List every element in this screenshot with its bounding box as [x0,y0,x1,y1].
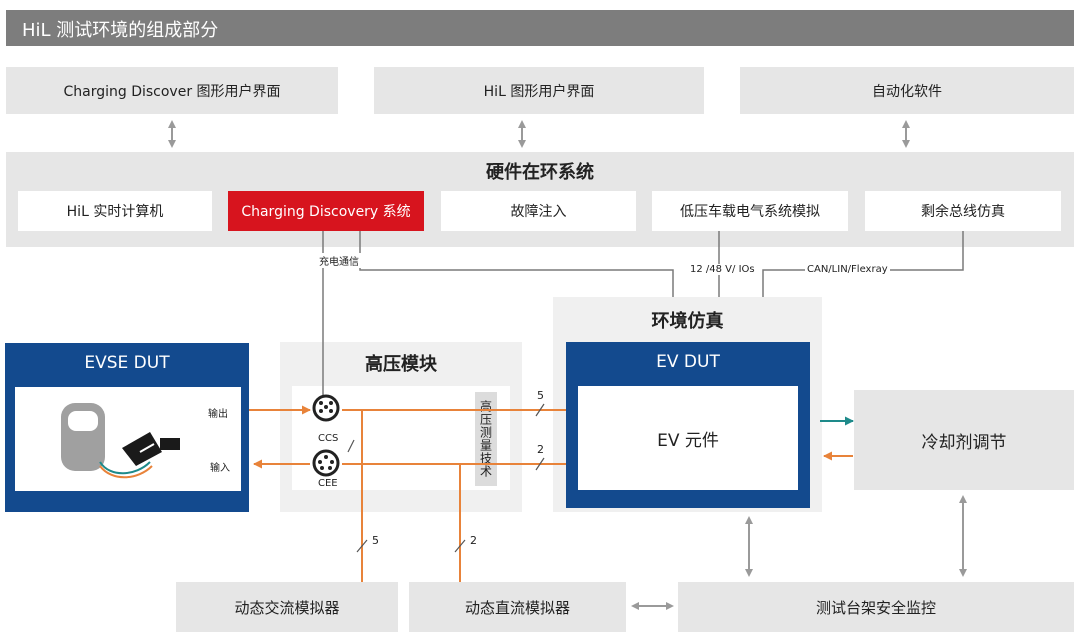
hv-module-title: 高压模块 [365,354,437,375]
fault-injection-box[interactable]: 故障注入 [441,191,636,231]
hil-gui-box[interactable]: HiL 图形用户界面 [374,67,704,114]
bus-label: CAN/LIN/Flexray [805,264,890,275]
evse-dut-title: EVSE DUT [84,353,170,373]
dc-count-label: 5 [537,389,544,402]
dc-simulator-box[interactable]: 动态直流模拟器 [409,582,626,632]
low-voltage-simulation-box[interactable]: 低压车载电气系统模拟 [652,191,848,231]
header-title: HiL 测试环境的组成部分 [22,20,219,41]
evse-inner [15,387,241,491]
charging-discovery-system-box[interactable]: Charging Discovery 系统 [228,191,424,231]
restbus-simulation-box[interactable]: 剩余总线仿真 [865,191,1061,231]
evse-dut-panel: EVSE DUT [5,343,249,512]
cee-label: CEE [318,478,338,489]
hv-measurement-label: 高压测量技术 [478,400,493,478]
charging-discover-gui-box[interactable]: Charging Discover 图形用户界面 [6,67,338,114]
ev-dut-panel: EV DUT EV 元件 [566,342,810,508]
ccs-label: CCS [318,433,339,444]
ac-sim-count-label: 5 [372,534,379,547]
hil-system-title: 硬件在环系统 [486,162,594,183]
ac-simulator-box[interactable]: 动态交流模拟器 [176,582,398,632]
charging-comm-label: 充电通信 [317,253,361,268]
dc-sim-count-label: 2 [470,534,477,547]
safety-monitoring-box[interactable]: 测试台架安全监控 [678,582,1074,632]
ev-dut-title: EV DUT [656,352,720,372]
header-bar: HiL 测试环境的组成部分 [6,10,1074,46]
ev-component-box[interactable]: EV 元件 [578,386,798,490]
top-double-arrows [168,120,910,148]
ac-count-label: 2 [537,443,544,456]
io-label: 12 /48 V/ IOs [688,264,757,275]
output-label: 输出 [208,409,228,420]
input-label: 输入 [210,463,230,474]
hil-realtime-computer-box[interactable]: HiL 实时计算机 [18,191,212,231]
coolant-conditioning-box[interactable]: 冷却剂调节 [854,390,1074,490]
automation-software-box[interactable]: 自动化软件 [740,67,1074,114]
environment-simulation-title: 环境仿真 [651,311,724,332]
hv-measurement-box: 高压测量技术 [475,392,497,486]
